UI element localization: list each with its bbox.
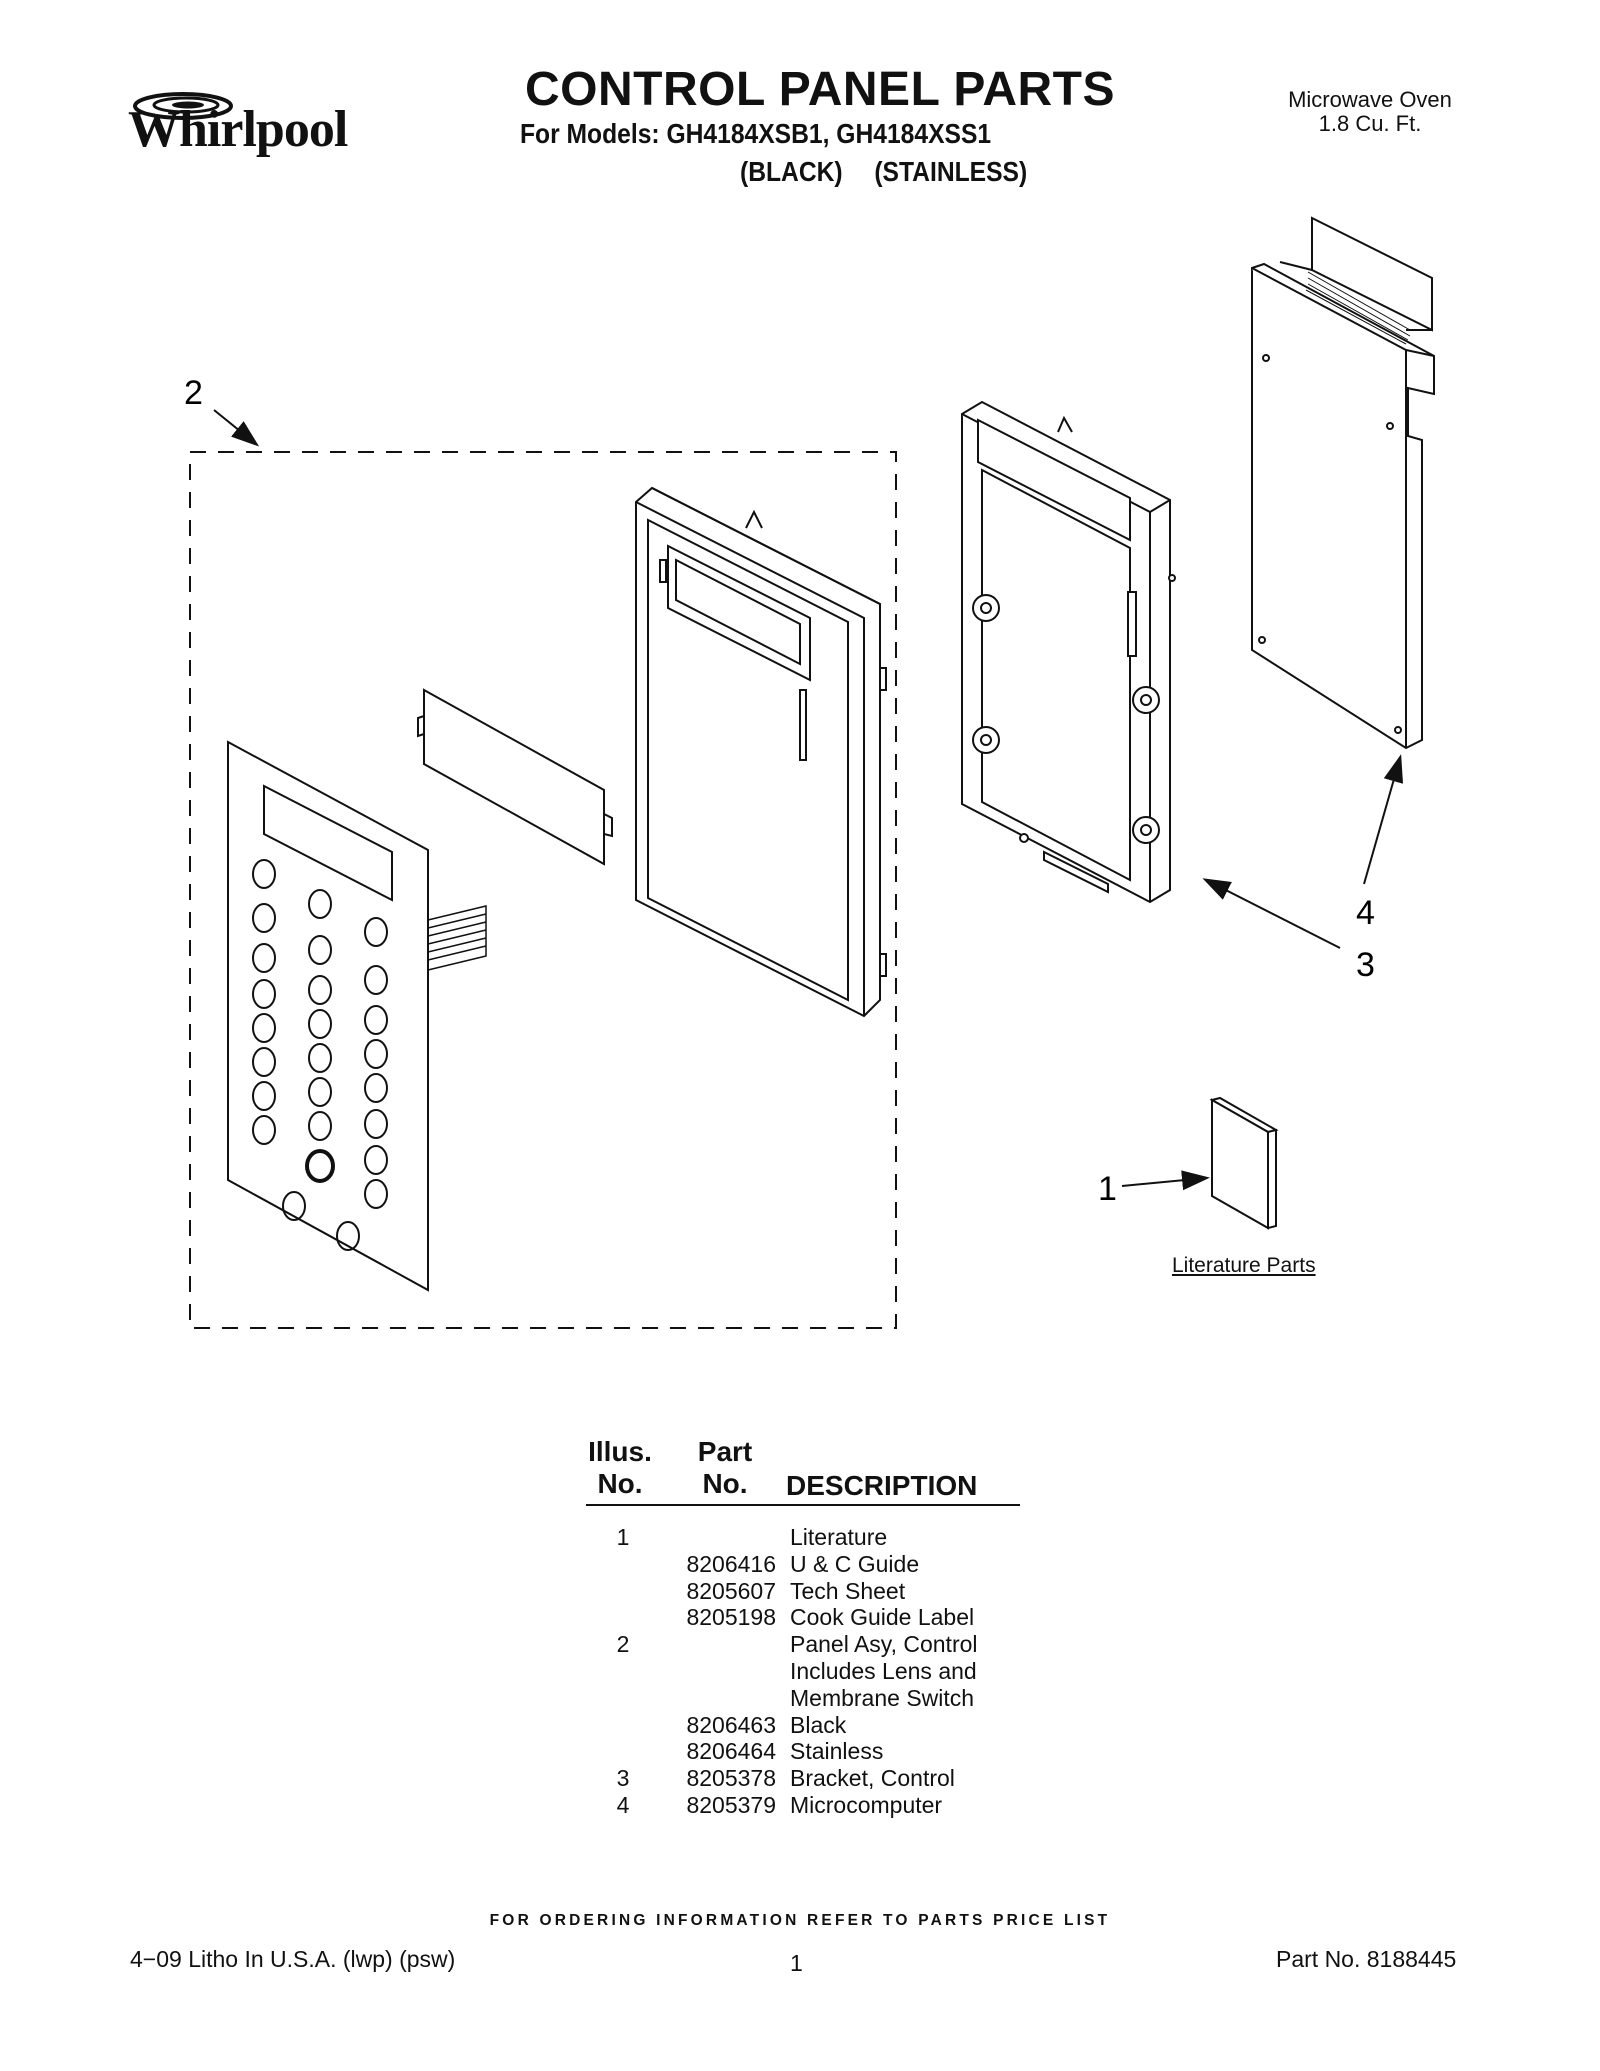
ribbon-cable <box>427 905 487 971</box>
callout-3: 3 <box>1356 946 1375 984</box>
product-capacity: 1.8 Cu. Ft. <box>1318 111 1422 136</box>
callout-1: 1 <box>1098 1170 1117 1208</box>
part-description: Stainless <box>790 1738 884 1765</box>
part-description: Bracket, Control <box>790 1765 955 1792</box>
illus-no: 2 <box>616 1631 630 1658</box>
part-description: U & C Guide <box>790 1550 920 1577</box>
illus-header-line2: No. <box>597 1468 643 1499</box>
illus-no: 1 <box>616 1524 630 1550</box>
variant-stainless: (STAINLESS) <box>874 156 1028 187</box>
part-description: Panel Asy, Control <box>790 1631 978 1658</box>
part-description: Microcomputer <box>790 1791 943 1818</box>
part-no: 8206416 <box>686 1550 776 1577</box>
page-title: CONTROL PANEL PARTS <box>525 63 1115 116</box>
part-description: Cook Guide Label <box>790 1604 975 1631</box>
panel-assembly-boundary <box>189 451 897 1329</box>
whirlpool-swirl-logo-icon <box>133 92 233 120</box>
whirlpool-logo-text: Whirlpool <box>128 101 348 158</box>
color-variants: (BLACK) (STAINLESS) <box>740 156 1027 188</box>
column-part-no: Part No. <box>680 1436 770 1500</box>
part-no: 8205607 <box>686 1577 776 1604</box>
product-name: Microwave Oven <box>1288 87 1452 112</box>
part-header-line2: No. <box>702 1468 748 1499</box>
control-bracket <box>961 400 1176 904</box>
litho-info: 4−09 Litho In U.S.A. (lwp) (psw) <box>130 1946 456 1972</box>
literature-book <box>1209 1096 1279 1230</box>
part-no: 8206463 <box>686 1711 776 1738</box>
part-no: 8206464 <box>686 1738 776 1765</box>
part-description: Literature <box>790 1524 888 1550</box>
keypad-buttons <box>252 859 388 1251</box>
illus-header-line1: Illus. <box>588 1436 652 1467</box>
model-numbers: For Models: GH4184XSB1, GH4184XSS1 <box>520 118 992 149</box>
exploded-parts-diagram: 2 4 3 1 <box>184 216 1435 1329</box>
display-lens <box>417 688 613 866</box>
part-description: Black <box>790 1711 847 1738</box>
callout-4: 4 <box>1356 894 1375 932</box>
membrane-switch-keypad <box>227 740 487 1292</box>
part-description: Membrane Switch <box>790 1684 975 1711</box>
illus-no: 3 <box>616 1765 630 1792</box>
variant-black: (BLACK) <box>740 156 843 187</box>
part-no: 8205198 <box>686 1604 776 1631</box>
literature-parts-label: Literature Parts <box>1172 1254 1316 1277</box>
part-no: 8205379 <box>686 1791 776 1818</box>
table-header-rule <box>586 1504 1020 1506</box>
part-description: Includes Lens and <box>790 1657 977 1684</box>
column-description: DESCRIPTION <box>786 1470 978 1501</box>
page-number: 1 <box>790 1950 803 1976</box>
control-panel-frame <box>635 486 887 1018</box>
document-part-number: Part No. 8188445 <box>1276 1946 1457 1972</box>
part-header-line1: Part <box>697 1436 753 1467</box>
microcomputer-board <box>1251 216 1435 750</box>
column-illus-no: Illus. No. <box>580 1436 660 1500</box>
callout-2: 2 <box>184 374 203 412</box>
illus-no: 4 <box>616 1791 630 1818</box>
part-description: Tech Sheet <box>790 1577 906 1604</box>
part-no: 8205378 <box>686 1765 776 1792</box>
ordering-note: FOR ORDERING INFORMATION REFER TO PARTS … <box>489 1912 1111 1929</box>
product-type: Microwave Oven 1.8 Cu. Ft. <box>1270 88 1470 136</box>
